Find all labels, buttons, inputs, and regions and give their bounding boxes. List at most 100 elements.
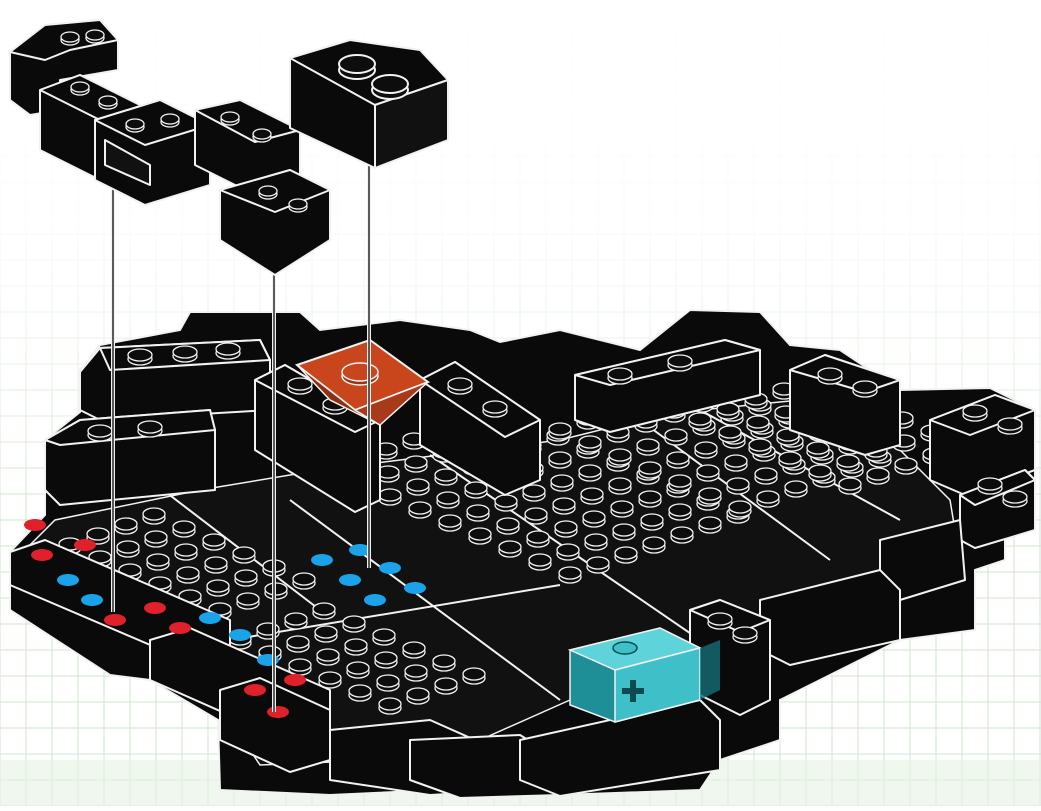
stud [667, 452, 689, 464]
blue-marker-dot [311, 554, 333, 566]
stud [435, 469, 457, 481]
stud [587, 557, 609, 569]
stud [437, 492, 459, 504]
stud [785, 481, 807, 493]
stud [253, 129, 271, 139]
stud [559, 567, 581, 579]
stud [639, 491, 661, 503]
stud [665, 429, 687, 441]
stud [978, 478, 1002, 490]
blue-marker-dot [199, 612, 221, 624]
stud [867, 468, 889, 480]
stud [529, 554, 551, 566]
stud [126, 119, 144, 129]
stud [439, 515, 461, 527]
stud [349, 685, 371, 697]
stud [553, 498, 575, 510]
stud [216, 343, 240, 355]
stud [608, 368, 632, 380]
stud [708, 613, 732, 625]
stud [549, 452, 571, 464]
stud [313, 603, 335, 615]
stud [725, 455, 747, 467]
stud [837, 455, 859, 467]
stud [853, 381, 877, 393]
stud [963, 405, 987, 417]
stud [117, 541, 139, 553]
stud [175, 544, 197, 556]
stud [549, 423, 571, 435]
stud [138, 421, 162, 433]
stud [221, 112, 239, 122]
stud [405, 456, 427, 468]
stud [469, 528, 491, 540]
stud [403, 642, 425, 654]
stud [409, 502, 431, 514]
stud [173, 346, 197, 358]
stud [86, 30, 104, 40]
stud [345, 639, 367, 651]
stud [755, 468, 777, 480]
stud [161, 114, 179, 124]
stud [293, 573, 315, 585]
stud [689, 413, 711, 425]
stud [319, 672, 341, 684]
stud [203, 534, 225, 546]
stud [497, 518, 519, 530]
stud [613, 524, 635, 536]
stud [87, 528, 109, 540]
stud [205, 557, 227, 569]
stud [719, 426, 741, 438]
red-marker-dot [74, 539, 96, 551]
stud [669, 504, 691, 516]
stud [343, 616, 365, 628]
red-marker-dot [169, 622, 191, 634]
stud [71, 82, 89, 92]
red-marker-dot [31, 549, 53, 561]
stud [615, 547, 637, 559]
stud [807, 442, 829, 454]
stud [499, 541, 521, 553]
stud [555, 521, 577, 533]
stud [285, 613, 307, 625]
stud [407, 688, 429, 700]
stud [207, 580, 229, 592]
stud [727, 478, 749, 490]
stud [668, 355, 692, 367]
stud [467, 505, 489, 517]
stud [585, 534, 607, 546]
stud [639, 462, 661, 474]
stud [643, 537, 665, 549]
stud [581, 488, 603, 500]
stud [147, 554, 169, 566]
stud [433, 655, 455, 667]
stud [757, 491, 779, 503]
blue-marker-dot [364, 594, 386, 606]
stud [177, 567, 199, 579]
stud [699, 488, 721, 500]
red-marker-dot [144, 602, 166, 614]
stud [435, 678, 457, 690]
stud [237, 593, 259, 605]
stud [483, 401, 507, 413]
stud [579, 436, 601, 448]
stud [379, 489, 401, 501]
stud [998, 418, 1022, 430]
stud [839, 478, 861, 490]
stud [289, 659, 311, 671]
stud [88, 425, 112, 437]
stud [99, 96, 117, 106]
stud [233, 547, 255, 559]
stud [671, 527, 693, 539]
stud [583, 511, 605, 523]
stud [557, 544, 579, 556]
stud [527, 531, 549, 543]
stud [115, 518, 137, 530]
stud [448, 378, 472, 390]
stud [895, 458, 917, 470]
red-marker-dot [267, 706, 289, 718]
stud [465, 482, 487, 494]
red-marker-dot [244, 684, 266, 696]
